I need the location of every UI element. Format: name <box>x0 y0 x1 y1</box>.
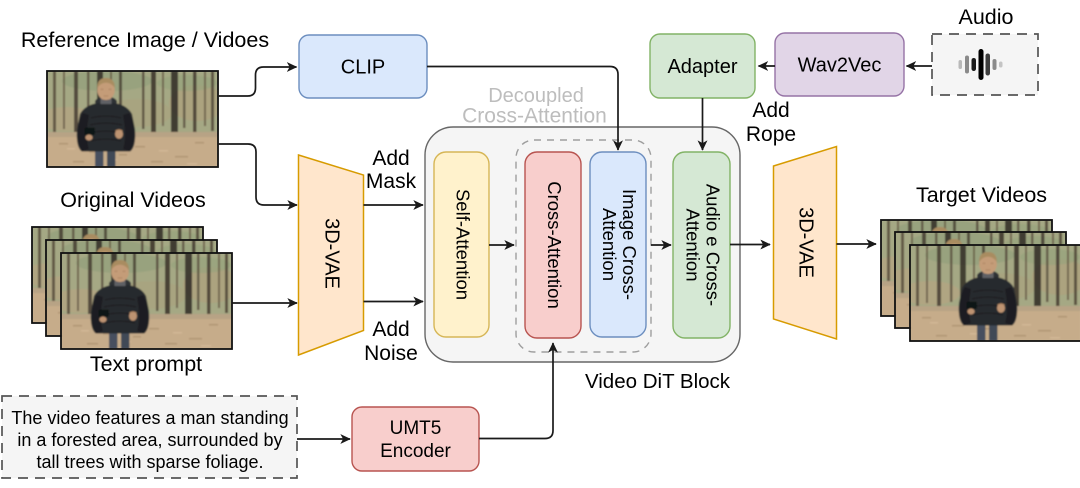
svg-text:Add: Add <box>372 318 409 341</box>
svg-text:Encoder: Encoder <box>380 441 451 462</box>
svg-text:Text prompt: Text prompt <box>90 352 202 376</box>
svg-text:Target Videos: Target Videos <box>916 183 1047 207</box>
svg-text:Noise: Noise <box>364 342 418 365</box>
svg-text:Cross-Attention: Cross-Attention <box>544 181 565 309</box>
svg-text:Audio: Audio <box>959 5 1014 29</box>
svg-text:Image Cross-: Image Cross- <box>619 189 640 300</box>
svg-text:CLIP: CLIP <box>341 57 385 79</box>
svg-text:Add: Add <box>752 99 789 122</box>
svg-text:3D-VAE: 3D-VAE <box>795 207 817 278</box>
svg-text:tall trees with sparse foliage: tall trees with sparse foliage. <box>36 452 263 472</box>
svg-text:3D-VAE: 3D-VAE <box>321 218 343 289</box>
svg-text:Cross-Attention: Cross-Attention <box>462 105 607 128</box>
svg-text:Self-Attention: Self-Attention <box>453 189 474 300</box>
svg-text:Decoupled: Decoupled <box>488 85 584 107</box>
svg-text:The video features a man stand: The video features a man standing <box>11 408 288 428</box>
svg-text:Attention: Attention <box>683 208 704 281</box>
svg-text:Video DiT Block: Video DiT Block <box>585 370 731 393</box>
svg-text:Rope: Rope <box>746 123 796 146</box>
svg-text:UMT5: UMT5 <box>390 418 442 439</box>
svg-text:in a forested area, surrounded: in a forested area, surrounded by <box>17 430 282 450</box>
svg-text:Wav2Vec: Wav2Vec <box>798 55 882 77</box>
svg-text:Add: Add <box>372 147 409 170</box>
svg-text:Adapter: Adapter <box>667 56 737 78</box>
svg-text:Mask: Mask <box>366 170 417 193</box>
svg-text:Reference Image / Vidoes: Reference Image / Vidoes <box>21 28 269 52</box>
svg-text:Attention: Attention <box>599 208 620 281</box>
svg-text:Original Videos: Original Videos <box>60 188 205 212</box>
svg-text:Audio e Cross-: Audio e Cross- <box>703 184 724 306</box>
